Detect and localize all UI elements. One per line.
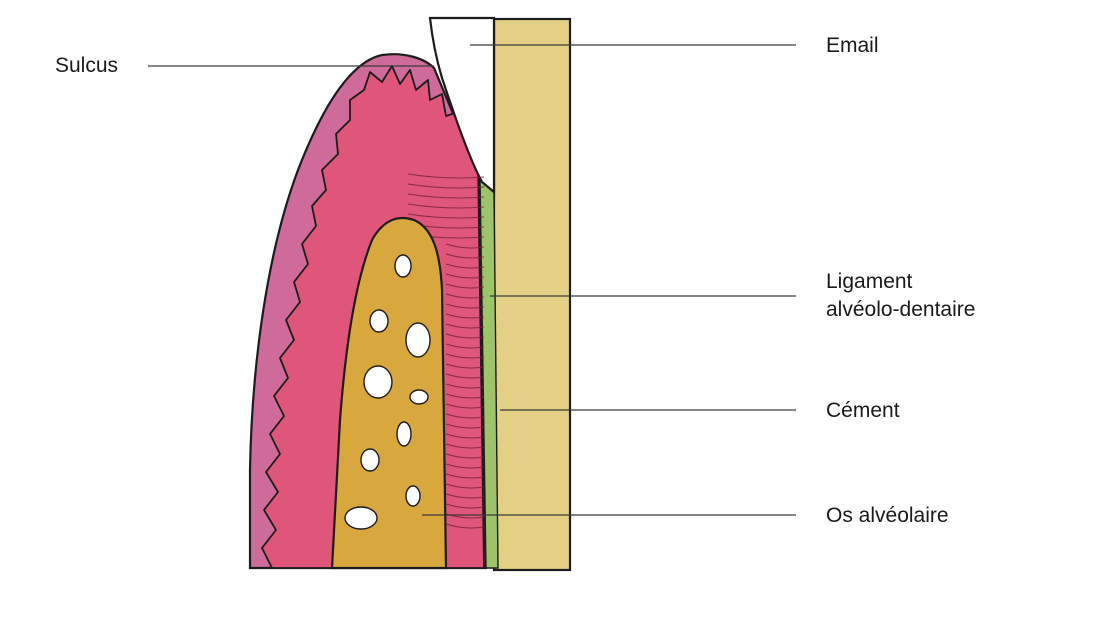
ligament-fiber	[445, 433, 485, 439]
ligament-fiber	[445, 303, 485, 309]
marrow-space	[405, 485, 421, 507]
ligament-fiber	[407, 183, 485, 189]
ligament-fiber	[445, 323, 485, 329]
marrow-space	[369, 309, 389, 333]
ligament-fiber	[445, 353, 485, 359]
ligament-fiber	[445, 263, 485, 269]
marrow-space	[360, 448, 380, 472]
ligament-fiber	[445, 503, 485, 509]
ligament-fiber	[445, 273, 485, 279]
ligament-fiber	[445, 423, 485, 429]
ligament-label: Ligament alvéolo-dentaire	[826, 268, 975, 324]
sulcus-label: Sulcus	[55, 54, 119, 77]
marrow-space	[344, 506, 378, 530]
ligament-fiber	[407, 203, 485, 209]
ligament-fiber	[445, 453, 485, 459]
ligament-fiber	[445, 333, 485, 339]
bone-marrow-spaces	[344, 254, 431, 530]
ligament-fiber	[445, 373, 485, 379]
ligament-fiber	[445, 413, 485, 419]
tooth-root	[492, 17, 572, 572]
marrow-space	[396, 421, 412, 447]
bone-label: Os alvéolaire	[826, 504, 949, 527]
ligament-fiber	[445, 493, 485, 499]
ligament-fiber	[407, 213, 485, 219]
ligament-fiber	[445, 313, 485, 319]
ligament-fiber	[445, 253, 485, 259]
marrow-space	[363, 365, 393, 399]
marrow-space	[409, 389, 429, 405]
ligament-fiber	[445, 293, 485, 299]
ligament-fiber	[445, 343, 485, 349]
ligament-fiber	[445, 283, 485, 289]
ligament-fiber	[445, 403, 485, 409]
ligament-fiber	[407, 173, 485, 179]
ligament-fiber	[445, 463, 485, 469]
ligament-fibers	[407, 173, 485, 529]
marrow-space	[405, 322, 431, 358]
ligament-fiber	[445, 363, 485, 369]
email-label: Email	[826, 34, 879, 57]
cement-label: Cément	[826, 399, 900, 422]
ligament-fiber	[445, 443, 485, 449]
ligament-fiber	[445, 473, 485, 479]
ligament-fiber	[445, 393, 485, 399]
ligament-label-line1: Ligament	[826, 270, 913, 293]
ligament-fiber	[445, 483, 485, 489]
marrow-space	[394, 254, 412, 278]
ligament-fiber	[445, 523, 485, 529]
ligament-label-line2: alvéolo-dentaire	[826, 298, 976, 321]
ligament-fiber	[407, 193, 485, 199]
ligament-fiber	[445, 243, 485, 249]
ligament-fiber	[445, 383, 485, 389]
enamel-wedge	[428, 16, 496, 195]
